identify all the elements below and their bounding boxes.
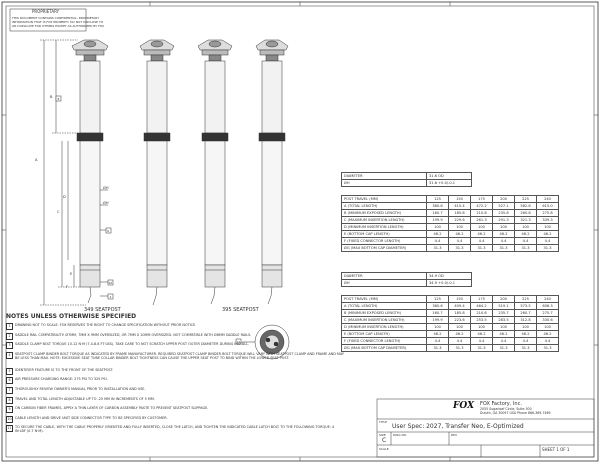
dim-label-d: D (63, 195, 66, 199)
dwg-no-label: DWG NO. (393, 433, 407, 437)
scale-label: SCALE (379, 447, 389, 451)
dim-label-diameter-2: ØH (103, 201, 109, 205)
balloon-1: 1 (109, 295, 112, 299)
balloon-9: 9 (107, 229, 109, 233)
table2-header-row: POST TRAVEL (MM) 125 150 175 200 225 240 (341, 295, 559, 303)
seatpost-2 (139, 39, 175, 306)
seatpost-3 (197, 39, 233, 305)
rev-label: REV (451, 433, 458, 437)
dim-label-a: A (35, 158, 38, 162)
fox-logo: FOX (453, 401, 475, 411)
dim-label-c: C (57, 210, 60, 214)
dim-label-e: E (70, 272, 73, 276)
caption-395-seatpost: 395 SEATPOST (222, 307, 259, 313)
balloons-post-1 (55, 95, 114, 300)
caption-349-seatpost: 349 SEATPOST (84, 307, 121, 313)
seatpost-1 (40, 39, 109, 306)
balloon-10: 10 (108, 281, 113, 285)
balloon-11: 11 (236, 340, 241, 344)
size-label: SIZE (379, 433, 386, 437)
sheet-number: SHEET 1 OF 1 (542, 447, 570, 452)
seatpost-4 (255, 39, 289, 305)
dim-label-b: B (50, 95, 53, 99)
travel-table-34-9: POST TRAVEL (MM) 125 150 175 200 225 240… (341, 295, 559, 352)
company-name: FOX Factory, Inc. (480, 401, 522, 407)
drawing-title: User Spec: 2027, Transfer Neo, E-Optimiz… (392, 423, 524, 430)
proprietary-line-1: THIS DOCUMENT CONTAINS CONFIDENTIAL, PRO… (12, 16, 100, 20)
balloon-8: 8 (57, 97, 60, 101)
table2-h-value: 34.9 +0.0/-0.1 (426, 279, 472, 287)
proprietary-line-3: OR DUPLICATE FOR OTHERS EXCEPT AS AUTHOR… (12, 24, 105, 28)
title-label: TITLE (379, 420, 388, 424)
notes-title: NOTES UNLESS OTHERWISE SPECIFIED (6, 313, 137, 320)
dim-label-diameter-1: ØH (103, 186, 109, 190)
dim-label-f: F (66, 285, 69, 289)
proprietary-box (9, 8, 87, 32)
company-address-1: 2055 Sugarloaf Circle, Suite 300 (480, 407, 532, 411)
company-address-2: Duluth, GA 30097 USA Phone 866-369-7469 (480, 411, 551, 415)
connector-detail-view (235, 324, 290, 360)
table1-h-value: 31.6 +0.0/-0.1 (426, 179, 472, 187)
size-value: C (382, 437, 387, 444)
travel-table-31-6: POST TRAVEL (MM) 125 150 175 200 225 240… (341, 195, 559, 252)
proprietary-title: PROPRIETARY (32, 9, 60, 14)
proprietary-line-2: INFORMATION THAT IS FOX PROPERTY. DO NOT… (12, 20, 104, 24)
